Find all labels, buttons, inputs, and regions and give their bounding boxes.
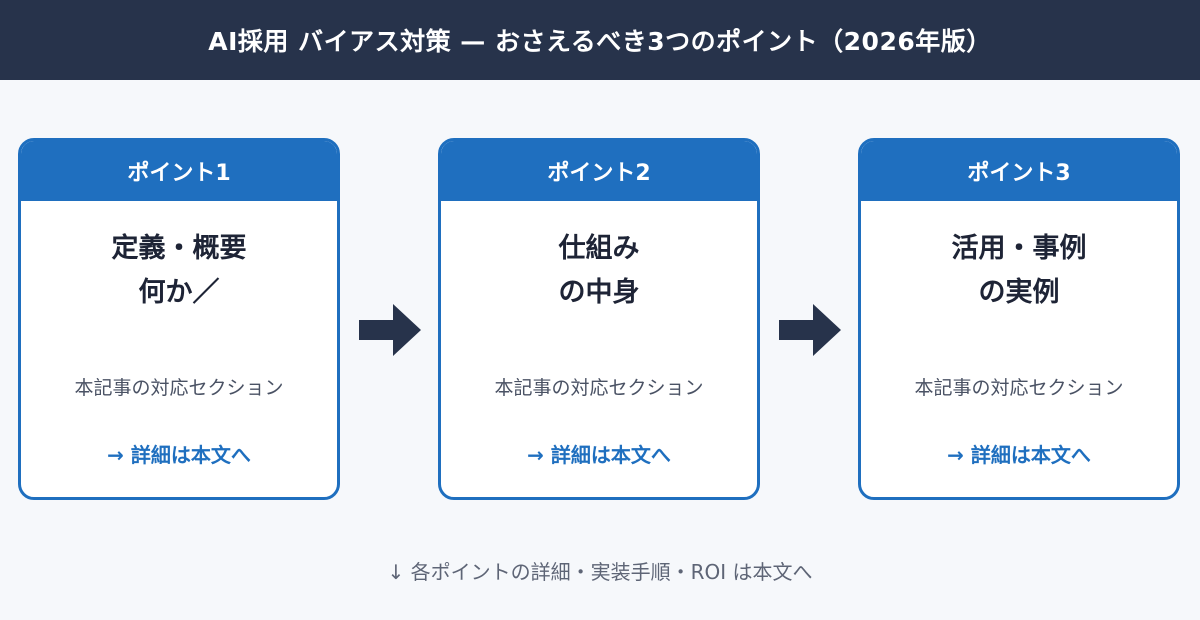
point-card-2: ポイント2 仕組み の中身 本記事の対応セクション → 詳細は本文へ	[438, 138, 760, 500]
card-header: ポイント2	[441, 141, 757, 201]
card-title-line-2: の中身	[558, 277, 640, 308]
card-header: ポイント1	[21, 141, 337, 201]
card-label: ポイント1	[127, 161, 231, 186]
card-subtitle: 本記事の対応セクション	[74, 377, 284, 399]
card-label: ポイント2	[547, 161, 651, 186]
card-title: 仕組み の中身	[441, 227, 757, 315]
card-detail-link[interactable]: → 詳細は本文へ	[107, 443, 251, 467]
card-detail-link[interactable]: → 詳細は本文へ	[947, 443, 1091, 467]
footer-note: ↓ 各ポイントの詳細・実装手順・ROI は本文へ	[387, 560, 813, 584]
card-label: ポイント3	[967, 161, 1071, 186]
card-title-line-1: 定義・概要	[111, 233, 247, 264]
card-title: 定義・概要 何か／	[21, 227, 337, 315]
card-title-line-1: 仕組み	[558, 233, 640, 264]
card-title: 活用・事例 の実例	[861, 227, 1177, 315]
card-title-line-2: の実例	[978, 277, 1060, 308]
card-title-line-2: 何か／	[138, 277, 220, 308]
card-subtitle: 本記事の対応セクション	[914, 377, 1124, 399]
page-header: AI採用 バイアス対策 — おさえるべき3つのポイント（2026年版）	[0, 0, 1200, 80]
card-detail-link[interactable]: → 詳細は本文へ	[527, 443, 671, 467]
arrow-right-icon	[779, 304, 841, 356]
card-header: ポイント3	[861, 141, 1177, 201]
card-subtitle: 本記事の対応セクション	[494, 377, 704, 399]
arrow-right-icon	[359, 304, 421, 356]
card-title-line-1: 活用・事例	[951, 233, 1087, 264]
page-title: AI採用 バイアス対策 — おさえるべき3つのポイント（2026年版）	[208, 27, 992, 56]
point-card-1: ポイント1 定義・概要 何か／ 本記事の対応セクション → 詳細は本文へ	[18, 138, 340, 500]
point-card-3: ポイント3 活用・事例 の実例 本記事の対応セクション → 詳細は本文へ	[858, 138, 1180, 500]
